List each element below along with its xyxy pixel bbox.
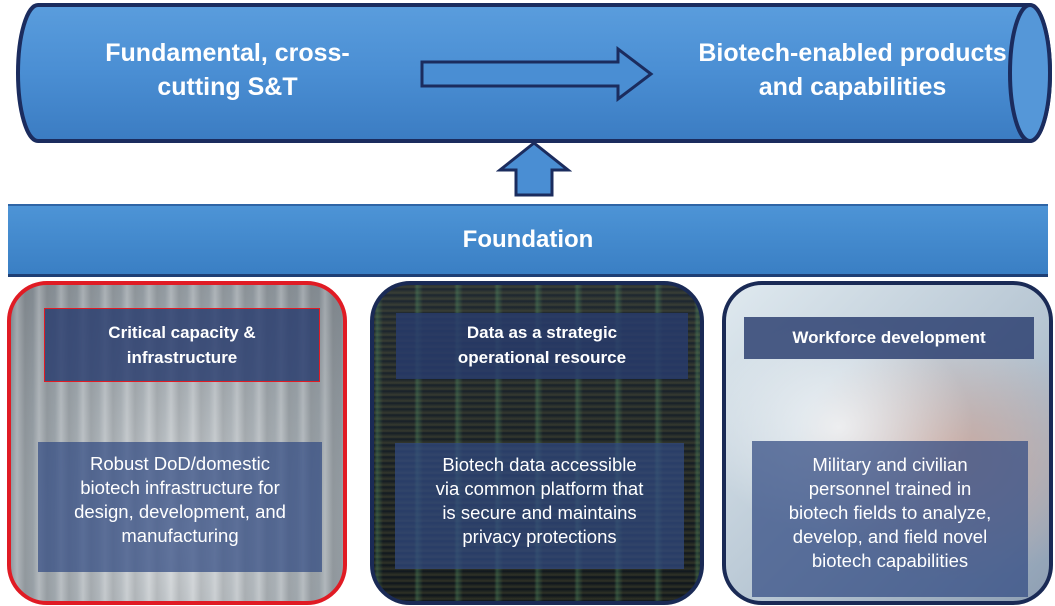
pillar-desc-line: via common platform that [435,478,644,499]
pillar-title-line-1: Critical capacity & [108,323,256,342]
right-arrow-icon [420,46,654,102]
pillar-desc-line: Robust DoD/domestic [90,453,270,474]
pillar-description: Military and civilian personnel trained … [752,441,1028,597]
pipeline-start-label: Fundamental, cross- cutting S&T [60,36,395,104]
pillar-title-line-2: operational resource [457,348,627,367]
foundation-label: Foundation [462,226,594,253]
pillar-critical-capacity: Critical capacity & infrastructure Robus… [7,281,347,605]
pillar-desc-line: biotech infrastructure for [80,477,280,498]
pillar-title: Workforce development [744,317,1034,359]
pipeline-end-line-2: and capabilities [758,73,947,101]
pillar-desc-line: Military and civilian [812,454,968,475]
pillar-desc-line: develop, and field novel [792,526,988,547]
pillar-desc-line: biotech fields to analyze, [788,502,992,523]
pillar-workforce: Workforce development Military and civil… [722,281,1053,605]
pillar-desc-line: biotech capabilities [811,550,969,571]
pillar-desc-line: design, development, and [74,501,286,522]
pillar-desc-line: Biotech data accessible [442,454,637,475]
pillar-title: Critical capacity & infrastructure [44,308,320,382]
pipeline-start-line-2: cutting S&T [157,73,298,101]
pillar-desc-line: privacy protections [462,526,617,547]
pipeline-end-label: Biotech-enabled products and capabilitie… [680,36,1025,104]
pillar-title-line-2: infrastructure [126,348,238,367]
pillar-desc-line: is secure and maintains [442,502,637,523]
pillar-desc-line: personnel trained in [808,478,972,499]
pillar-desc-line: manufacturing [121,525,239,546]
pillar-description: Robust DoD/domestic biotech infrastructu… [38,442,322,572]
pillar-data-resource: Data as a strategic operational resource… [370,281,704,605]
foundation-bar: Foundation [8,204,1048,277]
pipeline-start-line-1: Fundamental, cross- [105,39,350,67]
pillar-description: Biotech data accessible via common platf… [395,443,684,569]
pillar-title: Data as a strategic operational resource [396,313,688,379]
pillar-title-line-1: Data as a strategic [466,323,618,342]
pillar-title-line-1: Workforce development [792,328,986,347]
up-arrow-icon [496,141,572,197]
pipeline-end-line-1: Biotech-enabled products [698,39,1007,67]
